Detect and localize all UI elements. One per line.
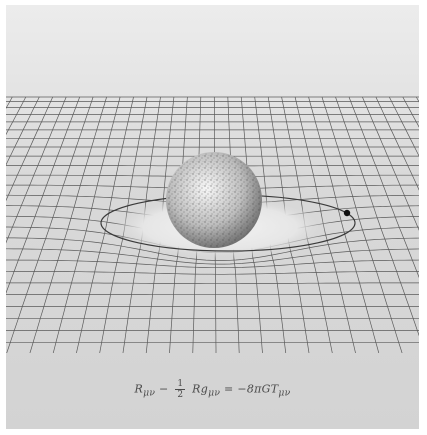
grid-column-line: [29, 97, 106, 355]
grid-column-line: [322, 97, 403, 355]
grid-column-line: [336, 97, 420, 355]
fraction-numerator: 1: [175, 379, 185, 390]
spacetime-illustration: Rμν − 1 2 Rgμν = −8πGTμν: [6, 5, 419, 429]
grid-column-line: [53, 97, 120, 355]
equation-equals: =: [224, 383, 234, 396]
equation-fraction: 1 2: [175, 379, 185, 400]
grid-column-line: [6, 97, 39, 355]
equation-term2-subscript: μν: [208, 388, 220, 399]
equation-minus: −: [159, 383, 169, 396]
equation-lhs: R: [134, 383, 143, 396]
grid-column-line: [403, 97, 419, 355]
equation-rhs-subscript: μν: [278, 388, 290, 399]
satellite-dot-icon: [344, 210, 350, 216]
grid-column-line: [6, 97, 66, 355]
spacetime-grid-scene: [6, 5, 419, 429]
grid-column-line: [6, 97, 12, 355]
fraction-denominator: 2: [175, 390, 185, 400]
grid-column-line: [6, 97, 93, 355]
equation-lhs-subscript: μν: [143, 388, 155, 399]
sphere-texture: [167, 153, 261, 247]
grid-column-line: [6, 97, 26, 355]
grid-row-line: [6, 283, 419, 284]
einstein-field-equation: Rμν − 1 2 Rgμν = −8πGTμν: [6, 379, 419, 400]
equation-term2: Rg: [192, 383, 208, 396]
equation-rhs: −8πGT: [237, 383, 278, 396]
